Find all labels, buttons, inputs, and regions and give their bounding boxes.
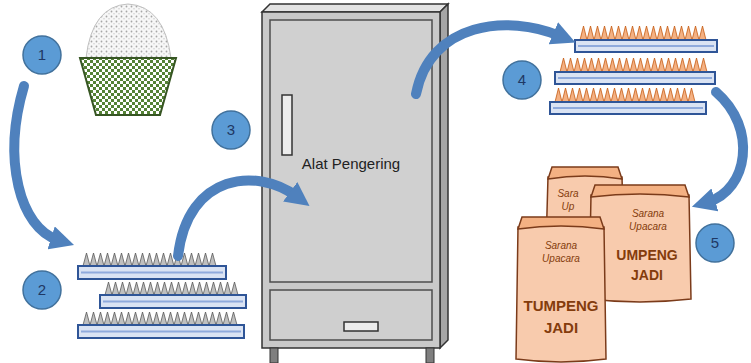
woven-basket xyxy=(80,58,176,115)
tray-spikes xyxy=(555,88,695,102)
sack-neck xyxy=(548,167,622,179)
sack-title: UMPENG JADI xyxy=(606,245,688,285)
sack-neck xyxy=(518,217,604,229)
dryer-cabinet xyxy=(262,4,448,363)
callout-number: 5 xyxy=(696,224,734,262)
orange-trays xyxy=(550,26,717,114)
cabinet-door xyxy=(270,20,432,282)
sack-caption: Sara Up xyxy=(551,187,585,213)
tray-rail xyxy=(103,301,243,303)
tray-spikes xyxy=(105,282,238,295)
tray-rail xyxy=(81,272,223,274)
flow-arrow xyxy=(14,86,58,240)
callout-circle xyxy=(503,61,541,99)
cabinet-leg xyxy=(426,348,434,363)
sack-caption: Sarana Upacara xyxy=(535,239,587,265)
drying-tray xyxy=(555,72,715,84)
drying-tray xyxy=(100,295,246,308)
cabinet-front xyxy=(262,12,440,348)
cabinet-drawer xyxy=(270,290,432,340)
cabinet-side xyxy=(440,4,448,348)
sack-outline xyxy=(515,215,607,363)
sack-neck xyxy=(591,185,689,197)
callout-circle xyxy=(23,271,61,309)
dryer-door: Alat Pengering xyxy=(270,20,432,282)
tray-spikes xyxy=(580,26,706,40)
tray-spikes xyxy=(83,312,237,325)
tray-spikes xyxy=(560,58,707,72)
sack-body xyxy=(516,224,606,362)
drying-tray xyxy=(550,102,706,114)
callout-circles xyxy=(23,36,734,309)
callout-circle xyxy=(212,111,250,149)
callout-number: 2 xyxy=(23,271,61,309)
flow-arrows xyxy=(14,25,743,256)
drying-tray xyxy=(78,266,226,279)
callout-circle xyxy=(696,224,734,262)
flow-arrow xyxy=(178,180,296,256)
callout-circle xyxy=(23,36,61,74)
door-handle xyxy=(282,95,292,155)
sack-title: TUMPENG JADI xyxy=(520,295,602,339)
cabinet-leg xyxy=(270,348,278,363)
tray-rail xyxy=(553,107,703,109)
callout-number: 1 xyxy=(23,36,61,74)
flow-arrow xyxy=(708,92,743,202)
product-sack: Sarana UpacaraTUMPENG JADI xyxy=(515,215,607,363)
sack-caption: Sarana Upacara xyxy=(618,207,678,233)
callout-number: 3 xyxy=(212,111,250,149)
grey-trays xyxy=(78,253,246,338)
tray-rail xyxy=(578,45,714,47)
rice-mound xyxy=(86,4,171,58)
tray-rail xyxy=(558,77,712,79)
machine-label: Alat Pengering xyxy=(301,150,401,178)
tray-spikes xyxy=(83,253,216,266)
tray-rail xyxy=(81,331,241,333)
drying-tray xyxy=(575,40,717,52)
drawer-slot xyxy=(344,322,378,331)
cabinet-top xyxy=(262,4,448,12)
drying-tray xyxy=(78,325,244,338)
callout-number: 4 xyxy=(503,61,541,99)
